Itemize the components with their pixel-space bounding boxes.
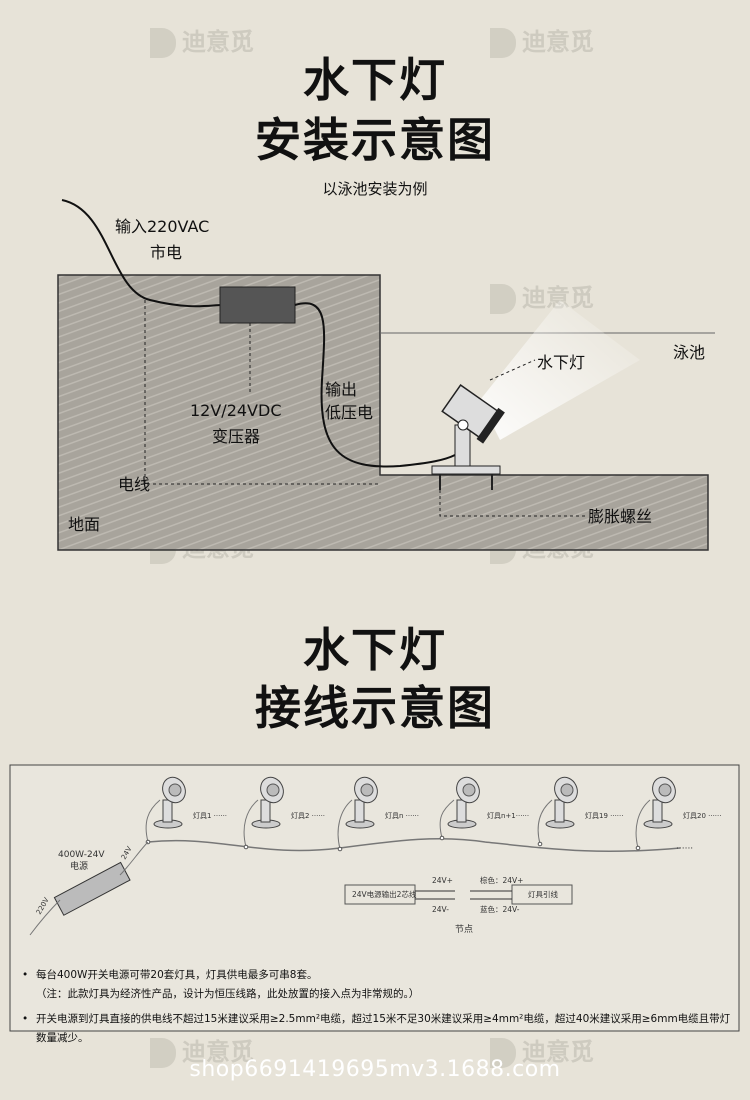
label-light: 水下灯 — [537, 353, 585, 372]
mains-cable — [61, 199, 223, 308]
install-title-line2: 安装示意图 — [255, 113, 495, 167]
low-voltage-cable — [294, 302, 456, 468]
power-supply-label: 电源 — [70, 860, 88, 872]
install-title-line1: 水下灯 — [303, 53, 447, 107]
label-wire: 电线 — [118, 475, 150, 494]
node-minus: 24V- — [432, 905, 449, 914]
node-left-box: 24V电源输出2芯线 — [352, 889, 417, 899]
cable-ellipsis: ······ — [676, 844, 693, 854]
ground-block — [57, 274, 709, 551]
node-blue: 蓝色：24V- — [480, 904, 520, 914]
fixture-icon: 灯具1 ······ — [145, 776, 227, 845]
watermark: 迪意觅 — [150, 22, 254, 58]
fixture-icon: 灯具20 ······ — [635, 776, 721, 851]
fixture-label: 灯具1 ······ — [193, 811, 227, 820]
watermark: 迪意觅 — [490, 278, 594, 314]
label-transformer-spec: 12V/24VDC — [190, 401, 282, 420]
wiring-title-line1: 水下灯 — [303, 623, 447, 677]
power-supply-spec: 400W-24V — [58, 850, 105, 860]
label-mains: 市电 — [150, 243, 182, 262]
wiring-title-line2: 接线示意图 — [255, 681, 495, 735]
wiring-panel — [9, 764, 740, 1032]
main-cable — [147, 837, 681, 853]
label-transformer: 变压器 — [212, 427, 260, 446]
node-plus: 24V+ — [432, 876, 453, 885]
fixture-label: 灯具20 ······ — [683, 811, 721, 820]
node-right-box: 灯具引线 — [528, 889, 558, 899]
underwater-light-icon — [431, 384, 505, 490]
label-bolt: 膨胀螺丝 — [588, 507, 652, 526]
node-caption: 节点 — [455, 924, 473, 935]
fixture-label: 灯具n+1······ — [487, 811, 529, 820]
node-brown: 棕色：24V+ — [480, 875, 523, 885]
label-ground: 地面 — [68, 515, 100, 534]
node-detail: 24V电源输出2芯线 灯具引线 24V+ 24V- 棕色：24V+ 蓝色：24V… — [344, 875, 573, 935]
label-pool: 泳池 — [673, 343, 705, 362]
label-input: 输入220VAC — [115, 217, 209, 236]
note: 每台400W开关电源可带20套灯具，灯具供电最多可串8套。 — [22, 966, 737, 985]
transformer — [219, 286, 296, 324]
fixture-label: 灯具19 ······ — [585, 811, 623, 820]
notes-list: 每台400W开关电源可带20套灯具，灯具供电最多可串8套。 （注：此款灯具为经济… — [22, 966, 737, 1048]
watermark: 迪意觅 — [490, 22, 594, 58]
fixture-icon: 灯具n+1······ — [439, 776, 529, 841]
fixture-label: 灯具n ······ — [385, 811, 419, 820]
fixture-label: 灯具2 ······ — [291, 811, 325, 820]
shop-url: shop6691419695mv3.1688.com — [189, 1057, 561, 1082]
fixture-icon: 灯具n ······ — [337, 776, 419, 852]
fixture-icon: 灯具2 ······ — [243, 776, 325, 850]
light-beam — [480, 300, 640, 440]
label-output: 输出 — [325, 380, 357, 399]
install-subtitle: 以泳池安装为例 — [322, 180, 428, 198]
label-low-voltage: 低压电 — [325, 403, 373, 422]
power-supply — [53, 861, 131, 916]
fixture-icon: 灯具19 ······ — [537, 776, 623, 847]
note: 开关电源到灯具直接的供电线不超过15米建议采用≥2.5mm²电缆，超过15米不足… — [22, 1010, 737, 1048]
note-remark: （注：此款灯具为经济性产品，设计为恒压线路，此处放置的接入点为非常规的。） — [36, 988, 420, 1000]
